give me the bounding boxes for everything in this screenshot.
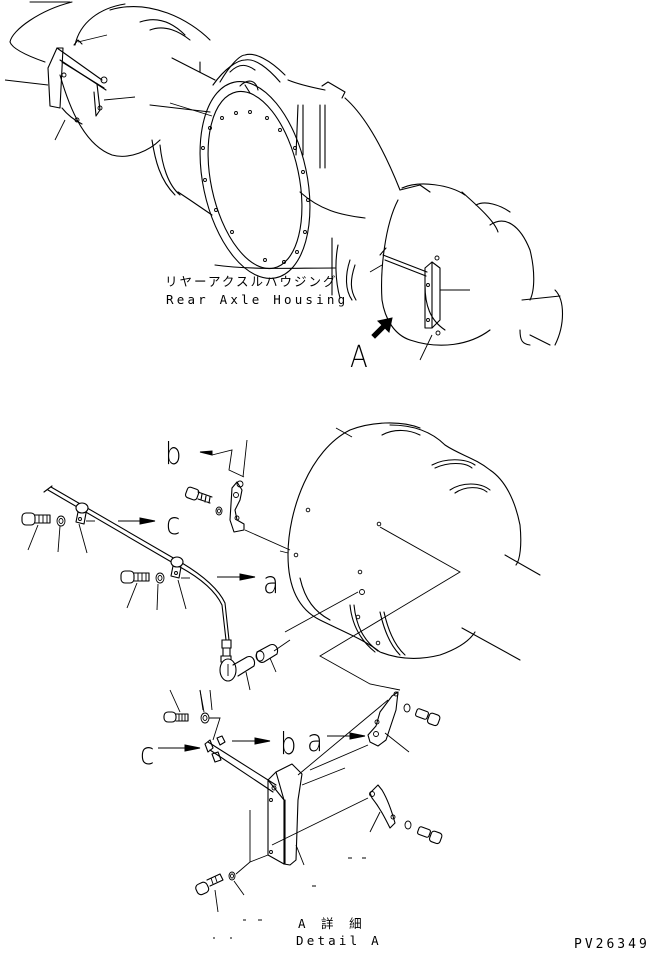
housing-title-en: Rear Axle Housing: [166, 292, 349, 307]
pipe-clamp-fasteners-1: [22, 513, 95, 553]
rear-axle-housing-view: [5, 2, 563, 360]
detail-title-en: Detail A: [296, 933, 382, 948]
bracket-a: [310, 692, 441, 770]
label-c-bracket: c: [140, 737, 155, 773]
right-guard-assembly: [380, 248, 440, 335]
detail-hub: [245, 423, 540, 690]
bracket-upper: [200, 440, 247, 532]
view-direction-arrow: [372, 318, 392, 338]
housing-flange: [183, 71, 326, 288]
figure-number: PV26349: [574, 937, 650, 952]
label-c-pipe: c: [166, 507, 181, 543]
lower-arrows: [158, 733, 365, 751]
detail-title-jp: A 詳 細: [298, 916, 366, 931]
bracket-lower-right: [272, 785, 443, 845]
left-guard-assembly: [48, 40, 107, 124]
pipe-arrows: [118, 518, 255, 580]
label-a-pipe: a: [263, 566, 279, 602]
view-marker-a: A: [350, 340, 368, 376]
label-b-top: b: [165, 437, 182, 473]
bracket-lower-c: [164, 690, 276, 792]
bolt-upper: [185, 486, 222, 515]
housing-title-jp: リヤーアクスルハウジング: [165, 274, 338, 289]
brake-pipe: [44, 486, 255, 681]
bolt-lower: [194, 862, 250, 912]
label-a-bracket: a: [307, 724, 323, 760]
label-b-bracket: b: [280, 727, 297, 763]
pipe-clamp-fasteners-2: [121, 571, 190, 610]
detail-a-view: [22, 423, 540, 938]
plug: [200, 640, 290, 710]
